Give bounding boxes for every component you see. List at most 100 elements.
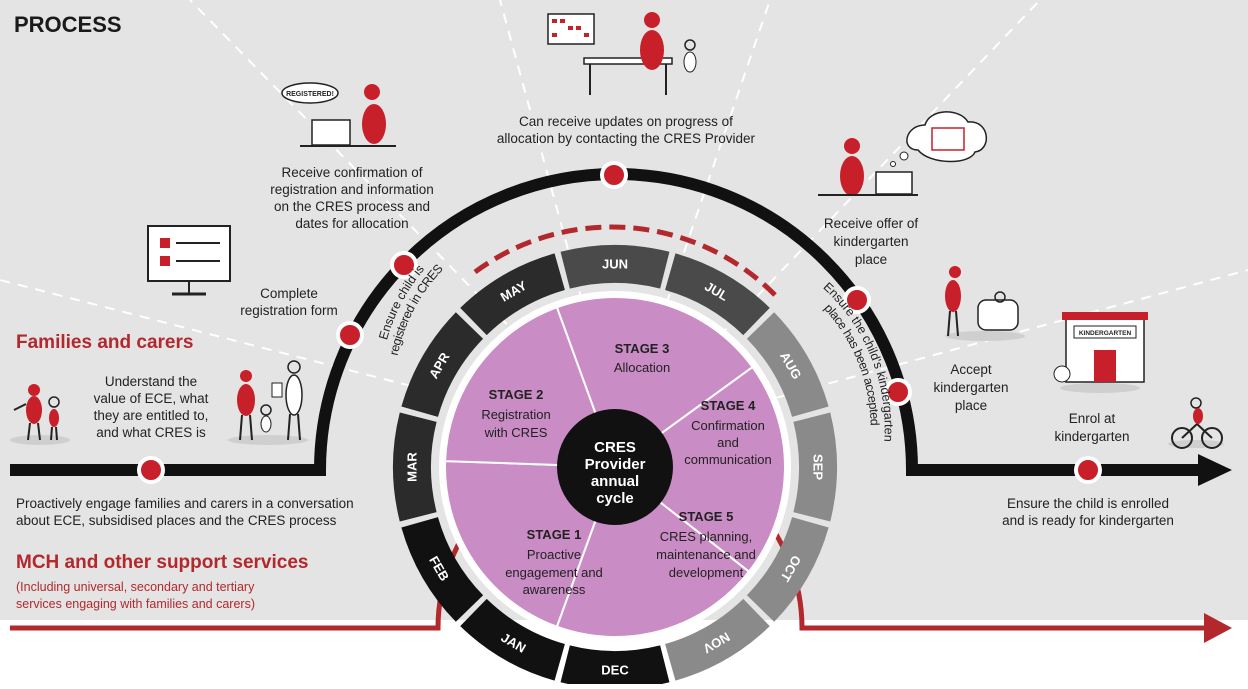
speech-bubble-text: REGISTERED! [286,91,334,98]
stage-3-title: STAGE 3 [615,341,670,356]
illustration-family-with-professional [228,360,308,445]
svg-text:place: place [855,252,887,267]
step-offer: Receive offer of kindergarten place [824,216,919,267]
stage-2-title: STAGE 2 [489,387,544,402]
illustration-kindergarten-building: KINDERGARTEN [1053,312,1148,393]
stage-5-desc-2: maintenance and [656,547,756,562]
svg-text:Understand the: Understand the [105,374,197,389]
timeline-dot [390,251,418,279]
timeline-dot [1074,456,1102,484]
timeline-dot [137,456,165,484]
stage-3-desc: Allocation [614,360,670,375]
step-accept: Accept kindergarten place [933,362,1008,413]
svg-text:Receive offer of: Receive offer of [824,216,919,231]
stage-4-desc-3: communication [684,452,771,467]
illustration-child-bicycle [1168,397,1224,449]
svg-text:kindergarten: kindergarten [933,380,1008,395]
stage-4-title: STAGE 4 [701,398,756,413]
stage-1-desc-1: Proactive [527,547,581,562]
month-segment-jan [460,598,565,681]
month-segment-jun [560,245,670,289]
svg-text:Complete: Complete [260,286,318,301]
svg-text:value of ECE, what: value of ECE, what [94,391,209,406]
svg-text:Ensure the child is enrolled: Ensure the child is enrolled [1007,496,1169,511]
timeline-dots [137,161,1102,484]
mch-note-2: services engaging with families and care… [16,597,255,611]
timeline-dot [884,378,912,406]
center-line-4: cycle [596,490,634,507]
kinder-sign-text: KINDERGARTEN [1079,330,1132,337]
svg-text:kindergarten: kindergarten [1054,429,1129,444]
svg-text:allocation by contacting the C: allocation by contacting the CRES Provid… [497,131,756,146]
illustration-family-left [10,384,70,445]
svg-text:Accept: Accept [950,362,992,377]
stage-4-desc-2: and [717,435,739,450]
illustration-calendar-desk [547,12,697,95]
mch-note-1: (Including universal, secondary and tert… [16,580,255,594]
svg-text:and is ready for kindergarten: and is ready for kindergarten [1002,513,1174,528]
cycle-center [557,409,673,525]
lane-families-heading: Families and carers [16,332,193,353]
svg-text:registration and information: registration and information [270,182,434,197]
note-engage: Proactively engage families and carers i… [16,496,354,528]
svg-text:Can receive updates on progres: Can receive updates on progress of [519,114,733,129]
month-segment-sep [793,412,837,522]
svg-text:about ECE, subsidised places a: about ECE, subsidised places and the CRE… [16,513,337,528]
center-line-2: Provider [585,456,646,473]
month-label-dec: DEC [601,663,629,678]
illustration-registration-form-monitor [147,225,231,296]
svg-text:Enrol at: Enrol at [1069,411,1116,426]
stage-labels: STAGE 3 Allocation STAGE 2 Registration … [481,341,771,597]
lane-mch-heading: MCH and other support services [16,552,308,573]
month-segment-may [460,253,565,336]
svg-text:and what CRES is: and what CRES is [96,425,206,440]
svg-text:registration form: registration form [240,303,338,318]
stage-slice-4 [613,365,786,574]
page-title: PROCESS [14,12,122,37]
center-line-1: CRES [594,439,636,456]
step-complete-form: Complete registration form [240,286,338,318]
stage-slice-2 [444,305,617,469]
step-confirmation: Receive confirmation of registration and… [270,165,434,231]
timeline-dot [600,161,628,189]
timeline-dot [336,321,364,349]
svg-text:on the CRES process and: on the CRES process and [274,199,430,214]
families-arrowhead [1198,454,1232,486]
month-segment-apr [401,312,484,417]
mch-arrowhead [1204,613,1232,643]
timeline-dot [843,286,871,314]
step-understand: Understand the value of ECE, what they a… [94,374,209,440]
stage-4-desc-1: Confirmation [691,418,765,433]
illustration-registered-laptop: REGISTERED! [281,82,396,147]
note-enrolled: Ensure the child is enrolled and is read… [1002,496,1174,528]
stage-5-desc-3: development [669,565,744,580]
svg-text:they are entitled to,: they are entitled to, [94,408,209,423]
svg-text:kindergarten: kindergarten [833,234,908,249]
step-enrol: Enrol at kindergarten [1054,411,1129,444]
month-segment-aug [746,312,829,417]
month-segment-mar [393,412,437,522]
stage-2-desc-1: Registration [481,407,550,422]
stage-2-desc-2: with CRES [484,425,548,440]
month-segment-oct [746,517,829,622]
month-segment-feb [401,517,484,622]
month-segment-jul [665,253,770,336]
center-line-3: annual [591,473,639,490]
month-label-mar: MAR [405,452,420,482]
month-segment-nov [665,598,770,681]
stage-1-desc-2: engagement and [505,565,603,580]
stage-5-desc-1: CRES planning, [660,529,753,544]
step-updates: Can receive updates on progress of alloc… [497,114,756,146]
illustration-offer-laptop [818,111,988,196]
stage-1-title: STAGE 1 [527,527,582,542]
svg-text:dates for allocation: dates for allocation [295,216,408,231]
svg-text:place: place [955,398,987,413]
month-label-sep: SEP [811,454,826,480]
svg-text:Receive confirmation of: Receive confirmation of [281,165,422,180]
stage-1-desc-3: awareness [523,582,586,597]
stage-5-title: STAGE 5 [679,509,734,524]
svg-text:Proactively engage families an: Proactively engage families and carers i… [16,496,354,511]
month-segment-dec [560,645,670,689]
